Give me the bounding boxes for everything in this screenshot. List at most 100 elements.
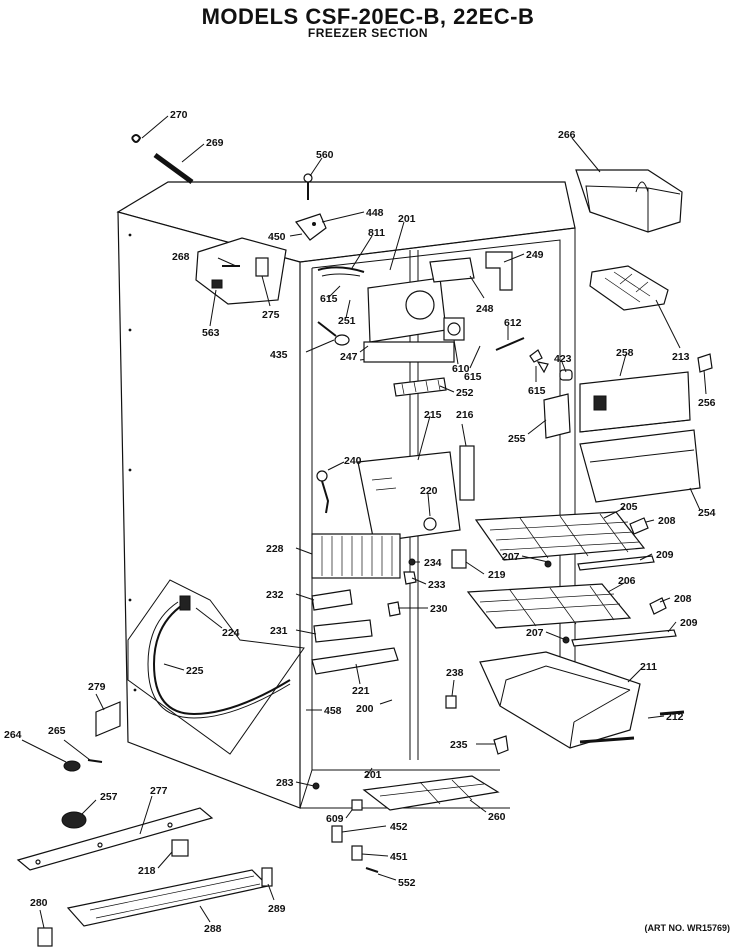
panel-255 [543, 393, 571, 439]
callout-423: 423 [554, 353, 572, 365]
callout-201a: 201 [398, 213, 416, 225]
slide-212 [579, 710, 685, 744]
callout-216: 216 [456, 409, 474, 421]
freezer-cabinet [116, 181, 576, 809]
callout-labels: 270 269 560 448 450 201 811 268 275 563 … [4, 109, 716, 935]
callout-251: 251 [338, 315, 356, 327]
callout-256: 256 [698, 397, 716, 409]
clip-238 [445, 695, 457, 709]
callout-279: 279 [88, 681, 106, 693]
callout-230: 230 [430, 603, 448, 615]
heater-231 [313, 619, 373, 643]
bracket-451 [351, 845, 363, 861]
callout-254: 254 [698, 507, 716, 519]
callout-208a: 208 [658, 515, 676, 527]
callout-231: 231 [270, 625, 288, 637]
callout-448: 448 [366, 207, 384, 219]
callout-209a: 209 [656, 549, 674, 561]
clip-256 [697, 353, 713, 373]
callout-264: 264 [4, 729, 22, 741]
callout-266: 266 [558, 129, 576, 141]
callout-275: 275 [262, 309, 280, 321]
ice-maker-cover-258 [579, 371, 691, 433]
callout-211: 211 [640, 661, 657, 673]
clip-609 [351, 799, 363, 811]
callout-219: 219 [488, 569, 506, 581]
ice-tray-213 [589, 265, 669, 311]
callout-235: 235 [450, 739, 468, 751]
bracket-248 [429, 257, 475, 283]
clip-230 [387, 601, 401, 617]
callout-225: 225 [186, 665, 204, 677]
callout-452: 452 [390, 821, 408, 833]
fan-bracket-201 [359, 277, 455, 363]
page-subtitle: FREEZER SECTION [307, 26, 429, 40]
bracket-452 [331, 825, 343, 843]
cap-280 [37, 927, 53, 947]
callout-249: 249 [526, 249, 544, 261]
callout-615a: 615 [320, 293, 338, 305]
callout-207a: 207 [502, 551, 520, 563]
duct-811 [317, 266, 365, 277]
hinge-pin-269 [153, 152, 194, 185]
callout-247: 247 [340, 351, 358, 363]
callout-205: 205 [620, 501, 638, 513]
callout-458: 458 [324, 705, 342, 717]
clip-207a [544, 560, 552, 568]
callout-265: 265 [48, 725, 66, 737]
leader-lines [21, 115, 707, 929]
callout-268: 268 [172, 251, 190, 263]
callout-212: 212 [666, 711, 684, 723]
callout-552: 552 [398, 877, 416, 889]
evap-cover-215 [357, 451, 461, 543]
callout-260: 260 [488, 811, 506, 823]
callout-209b: 209 [680, 617, 698, 629]
callout-451: 451 [390, 851, 408, 863]
screw-552 [365, 867, 379, 873]
roller-257 [61, 811, 87, 829]
callout-232: 232 [266, 589, 284, 601]
callout-238: 238 [446, 667, 464, 679]
screw-265 [87, 759, 103, 763]
clip-233 [403, 571, 417, 585]
callout-288: 288 [204, 923, 222, 935]
motor-610 [443, 317, 465, 341]
ice-bin-front-254 [579, 429, 701, 503]
callout-207b: 207 [526, 627, 544, 639]
bracket-218 [171, 839, 189, 857]
shelf-206 [466, 583, 632, 629]
support-208b [649, 597, 667, 615]
bulb-435 [317, 321, 350, 346]
callout-240: 240 [344, 455, 362, 467]
callout-228: 228 [266, 543, 284, 555]
clip-612 [495, 337, 525, 351]
callout-200: 200 [356, 703, 374, 715]
callout-450: 450 [268, 231, 286, 243]
callout-811: 811 [368, 227, 385, 239]
callout-563: 563 [202, 327, 220, 339]
heater-inset-panel [127, 579, 305, 755]
callout-252: 252 [456, 387, 474, 399]
callout-221: 221 [352, 685, 370, 697]
callout-213: 213 [672, 351, 690, 363]
sensor-240 [316, 470, 330, 514]
callout-615b: 615 [464, 371, 482, 383]
hinge-448 [295, 213, 327, 241]
callout-269: 269 [206, 137, 224, 149]
art-number: (ART NO. WR15769) [644, 923, 730, 933]
fitting-219 [451, 549, 467, 569]
callout-610: 610 [452, 363, 470, 375]
leg-264 [63, 760, 81, 772]
bracket-249 [485, 251, 513, 291]
drain-trough-221 [311, 647, 399, 675]
callout-289: 289 [268, 903, 286, 915]
callout-224: 224 [222, 627, 240, 639]
callout-215: 215 [424, 409, 442, 421]
grille-288 [66, 869, 270, 927]
callout-277: 277 [150, 785, 168, 797]
callout-255: 255 [508, 433, 526, 445]
callout-615c: 615 [528, 385, 546, 397]
evaporator-228 [311, 533, 401, 579]
callout-220: 220 [420, 485, 438, 497]
